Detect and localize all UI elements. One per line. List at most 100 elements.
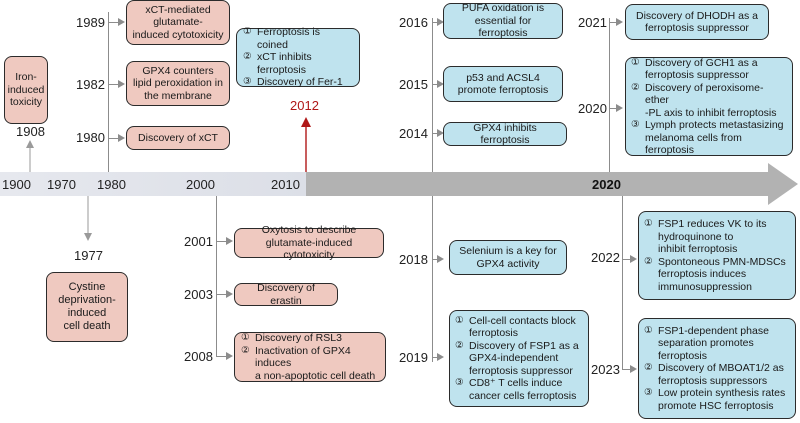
tick-line-2020: [609, 108, 619, 109]
text-2019-2: Discovery of FSP1 as a GPX4-independent …: [469, 339, 579, 377]
marker-2: ②: [243, 51, 252, 63]
connector-1980s: [108, 12, 109, 172]
text-2021: Discovery of DHODH as a ferroptosis supp…: [636, 9, 758, 35]
connector-2020s-top: [609, 18, 610, 172]
arrowhead-2003: [226, 290, 233, 298]
text-2012-2: xCT inhibits ferroptosis: [257, 51, 312, 76]
arrowhead-2014: [437, 129, 444, 137]
marker-3: ③: [455, 377, 464, 389]
text-2022-2: Spontoneous PMN-MDSCs ferroptosis induce…: [658, 255, 786, 293]
box-2023: ① FSP1-dependent phase separation promote…: [638, 318, 796, 419]
marker-1: ①: [455, 314, 464, 326]
arrowhead-2021: [616, 18, 623, 26]
iron-text: Iron- induced toxicity: [7, 71, 45, 109]
year-2001: 2001: [184, 234, 213, 249]
year-2008: 2008: [184, 349, 213, 364]
arrowhead-2016: [437, 18, 444, 26]
marker-2: ②: [631, 81, 640, 93]
marker-3: ③: [243, 76, 252, 88]
tick-2000: 2000: [186, 177, 215, 192]
marker-1: ①: [644, 218, 653, 229]
marker-2: ②: [455, 339, 464, 351]
axis-arrow: [306, 163, 798, 205]
axis-bar-early: [0, 172, 306, 196]
year-2020: 2020: [578, 101, 607, 116]
text-2023-2: Discovery of MBOAT1/2 as ferroptosis sup…: [658, 362, 784, 387]
marker-1: ①: [243, 26, 252, 38]
tick-2020: 2020: [592, 177, 621, 192]
tick-1970: 1970: [47, 177, 76, 192]
year-1989: 1989: [76, 15, 105, 30]
text-2020-2: Discovery of peroxisome-ether -PL axis t…: [645, 81, 777, 119]
marker-1: ①: [241, 332, 250, 343]
marker-1: ①: [631, 56, 640, 68]
tick-line-2019: [432, 357, 440, 358]
box-iron-toxicity: Iron- induced toxicity: [4, 56, 48, 124]
box-2014: GPX4 inhibits ferroptosis: [443, 122, 567, 146]
arrowhead-2001: [226, 237, 233, 245]
arrowhead-2022: [630, 255, 637, 263]
box-1980: Discovery of xCT: [126, 126, 230, 150]
marker-3: ③: [631, 119, 640, 130]
text-1989: xCT-mediated glutamate- induced cytotoxi…: [132, 3, 224, 41]
year-2018: 2018: [399, 252, 428, 267]
item-2022-2: ② Spontoneous PMN-MDSCs ferroptosis induc…: [644, 256, 790, 294]
text-2019-3: CD8⁺ T cells induce cancer cells ferropt…: [469, 377, 577, 402]
text-1980: Discovery of xCT: [138, 131, 218, 144]
arrowhead-2008: [226, 352, 233, 360]
tick-line-2003: [216, 294, 228, 295]
marker-1: ①: [644, 324, 653, 336]
item-2022-1: ① FSP1 reduces VK to its hydroquinone to …: [644, 218, 790, 256]
tick-line-1982: [108, 84, 120, 85]
arrowhead-2015: [437, 80, 444, 88]
box-2003: Discovery of erastin: [234, 282, 338, 307]
text-2023-1: FSP1-dependent phase separation promotes…: [658, 324, 769, 362]
item-2020-2: ② Discovery of peroxisome-ether -PL axis …: [631, 82, 787, 120]
text-2022-1: FSP1 reduces VK to its hydroquinone to i…: [658, 218, 767, 255]
box-1982: GPX4 counters lipid peroxidation in the …: [126, 61, 230, 106]
year-2023: 2023: [591, 362, 620, 377]
arrowhead-1982: [118, 80, 125, 88]
connector-2000s: [216, 196, 217, 356]
box-1977: Cystine deprivation- induced cell death: [46, 272, 128, 342]
text-2008-1: Discovery of RSL3: [255, 332, 342, 344]
text-2020-3: Lymph protects metastasizing melanoma ce…: [645, 119, 784, 156]
arrowhead-1977: [84, 233, 92, 241]
box-2015: p53 and ACSL4 promote ferroptosis: [443, 66, 563, 102]
text-2023-3: Low protein synthesis rates promote HSC …: [658, 387, 786, 412]
year-2012: 2012: [290, 98, 319, 113]
year-2015: 2015: [399, 77, 428, 92]
tick-line-2018: [432, 259, 440, 260]
year-2021: 2021: [578, 15, 607, 30]
tick-line-2008: [216, 356, 228, 357]
text-2001: Oxytosis to describe glutamate-induced c…: [261, 224, 357, 262]
tick-line-1989: [108, 22, 120, 23]
box-2022: ① FSP1 reduces VK to its hydroquinone to …: [638, 211, 796, 300]
text-2008-2: Inactivation of GPX4 induces a non-apopt…: [255, 344, 376, 382]
year-1980: 1980: [76, 130, 105, 145]
connector-2020s-bottom: [622, 196, 623, 370]
tick-1980: 1980: [97, 177, 126, 192]
year-1982: 1982: [76, 77, 105, 92]
year-2014: 2014: [399, 126, 428, 141]
text-1982: GPX4 counters lipid peroxidation in the …: [133, 64, 223, 102]
tick-line-2016: [432, 22, 440, 23]
item-2008-1: ① Discovery of RSL3: [241, 332, 379, 345]
text-2018: Selenium is a key for GPX4 activity: [459, 245, 557, 270]
item-2023-1: ① FSP1-dependent phase separation promote…: [644, 325, 790, 363]
box-2001: Oxytosis to describe glutamate-induced c…: [234, 224, 384, 261]
marker-2: ②: [644, 255, 653, 267]
tick-line-1980: [108, 138, 120, 139]
arrowhead-1980: [118, 134, 125, 142]
arrowhead-2020: [616, 104, 623, 112]
year-1977: 1977: [74, 248, 103, 263]
text-2014: GPX4 inhibits ferroptosis: [473, 121, 537, 147]
arrowhead-1908: [26, 140, 34, 148]
text-1977: Cystine deprivation- induced cell death: [58, 281, 116, 332]
text-2003: Discovery of erastin: [257, 282, 315, 307]
